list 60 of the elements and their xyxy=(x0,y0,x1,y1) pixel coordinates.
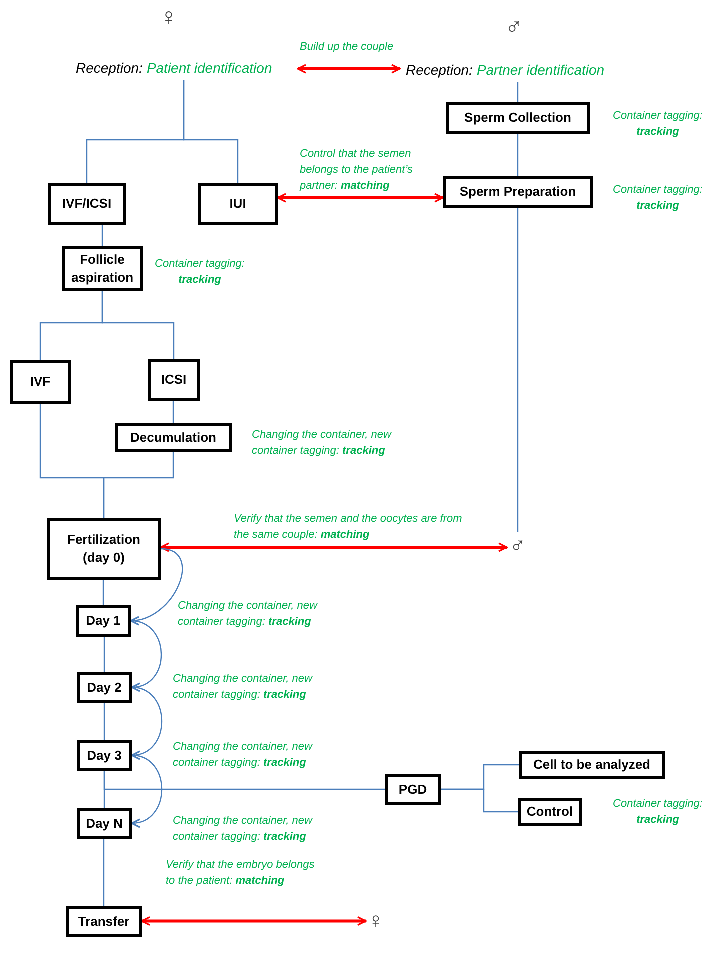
connector-line xyxy=(102,225,104,246)
edge-label: Verify that the embryo belongs to the patient: matching xyxy=(166,858,316,889)
connector-line xyxy=(103,839,105,906)
connector-line xyxy=(183,80,239,183)
process-box: ICSI xyxy=(148,359,200,401)
tagging-note: Container tagging: tracking xyxy=(612,797,704,828)
process-box: Control xyxy=(518,798,582,826)
tagging-note: Container tagging: tracking xyxy=(612,109,704,140)
process-box: Sperm Collection xyxy=(446,102,590,134)
process-box: IVF xyxy=(10,360,71,404)
connector-line xyxy=(441,788,518,813)
connector-line xyxy=(102,291,175,359)
process-box: Day N xyxy=(77,808,132,839)
process-box: Fertilization (day 0) xyxy=(47,518,161,580)
edge-label: Changing the container, new container tagging: tracking xyxy=(173,672,314,703)
process-box: Day 1 xyxy=(76,605,131,637)
connector-line xyxy=(517,82,519,102)
connector-line xyxy=(102,580,104,605)
edge-label: Control that the semen belongs to the patient’s partner: matching xyxy=(300,147,414,194)
edge-label: Build up the couple xyxy=(300,40,395,55)
double-arrow xyxy=(277,193,444,203)
curved-arrow xyxy=(131,754,163,828)
gender-symbol: ♀ xyxy=(160,6,178,30)
curved-arrow xyxy=(130,620,162,692)
connector-line xyxy=(104,637,106,672)
connector-line xyxy=(172,401,174,423)
double-arrow xyxy=(297,64,401,74)
tagging-note: Container tagging: tracking xyxy=(154,257,246,288)
edge-label: Verify that the semen and the oocytes are from the same couple: matching xyxy=(234,512,464,543)
identification-text: Patient identification xyxy=(146,58,272,78)
connector-line xyxy=(517,134,519,176)
process-box: Sperm Preparation xyxy=(443,176,593,208)
edge-label: Changing the container, new container tagging: tracking xyxy=(178,599,319,630)
edge-label: Changing the container, new container tagging: tracking xyxy=(173,740,314,771)
process-box: IVF/ICSI xyxy=(48,183,126,225)
reception-label: Reception: xyxy=(406,60,473,80)
process-box: Transfer xyxy=(66,906,142,937)
connector-line xyxy=(517,208,519,532)
process-box: Day 3 xyxy=(77,740,132,771)
male-symbol: ♂ xyxy=(507,532,529,560)
curved-arrow xyxy=(131,686,163,760)
tagging-note: Container tagging: tracking xyxy=(612,183,704,214)
process-box: Day 2 xyxy=(77,672,132,703)
process-box: PGD xyxy=(385,774,441,805)
gender-symbol: ♂ xyxy=(505,16,523,40)
curved-arrow xyxy=(130,548,184,625)
connector-line xyxy=(104,771,385,790)
double-arrow xyxy=(141,916,367,926)
process-box: Cell to be analyzed xyxy=(519,751,665,779)
reception-label: Reception: xyxy=(76,58,143,78)
connector-line xyxy=(103,452,174,518)
process-box: Follicle aspiration xyxy=(62,246,143,291)
process-box: Decumulation xyxy=(115,423,232,452)
edge-label: Changing the container, new container tagging: tracking xyxy=(173,814,314,845)
tagging-note: Changing the container, new container tagging: tracking xyxy=(252,428,393,459)
identification-text: Partner identification xyxy=(476,60,605,80)
female-symbol: ♀ xyxy=(366,906,386,936)
process-box: IUI xyxy=(198,183,278,225)
connector-line xyxy=(104,703,106,740)
double-arrow xyxy=(160,542,508,552)
